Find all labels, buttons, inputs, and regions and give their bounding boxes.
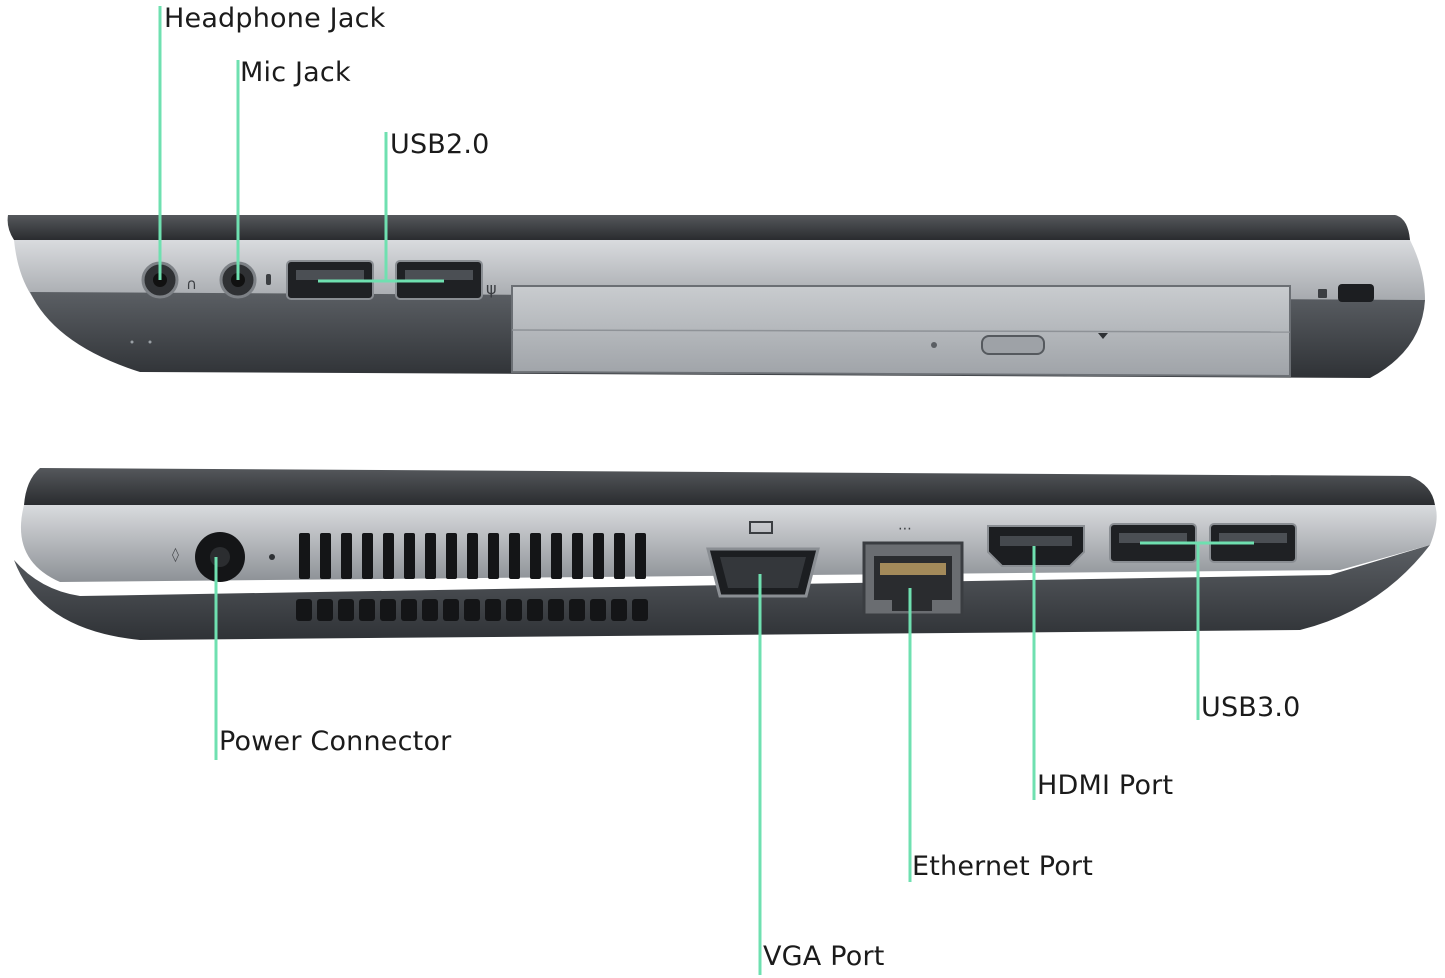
eject-button	[981, 335, 1045, 355]
label-mic-jack: Mic Jack	[240, 57, 351, 88]
headphone-symbol: ∩	[186, 275, 197, 293]
lid-top	[24, 468, 1435, 505]
vga-symbol	[749, 521, 773, 534]
drive-led	[931, 342, 937, 348]
label-headphone-jack: Headphone Jack	[164, 3, 386, 34]
security-lock-slot	[1338, 284, 1374, 302]
leader-lines	[158, 6, 1254, 975]
right-side-view: ◊	[14, 468, 1437, 640]
label-power-connector: Power Connector	[219, 726, 452, 757]
power-led	[269, 554, 275, 560]
label-usb3: USB3.0	[1201, 692, 1301, 723]
label-vga-port: VGA Port	[763, 941, 885, 972]
mic-symbol	[266, 274, 271, 285]
left-side-view: ∩ ψ	[7, 215, 1425, 378]
vent-grille	[296, 533, 648, 621]
chassis-silver-band	[20, 505, 1437, 582]
label-hdmi-port: HDMI Port	[1037, 770, 1174, 801]
lock-symbol	[1318, 289, 1327, 298]
usb-symbol-left: ψ	[486, 279, 497, 298]
ethernet-symbol: ⋯	[898, 521, 912, 537]
label-usb2: USB2.0	[390, 129, 490, 160]
label-ethernet-port: Ethernet Port	[912, 851, 1094, 882]
lid-top	[7, 215, 1411, 240]
power-symbol: ◊	[172, 547, 179, 563]
